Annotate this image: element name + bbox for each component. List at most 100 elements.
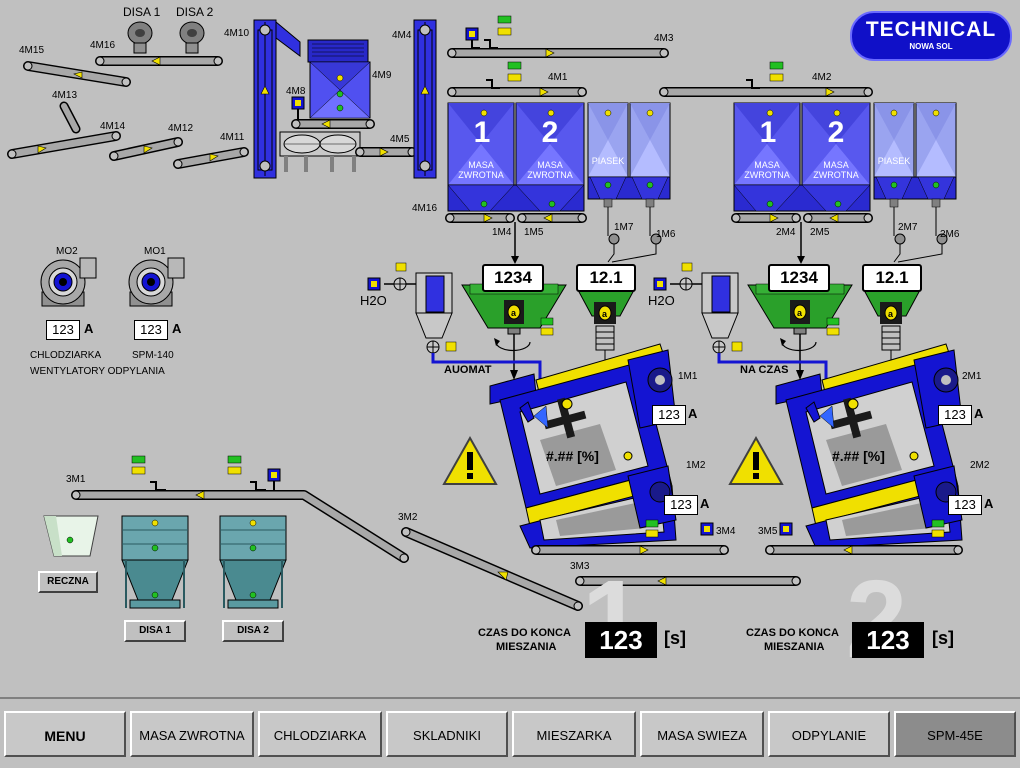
manual-bin-icon <box>43 515 99 557</box>
nav-odpylanie-button[interactable]: ODPYLANIE <box>768 711 890 757</box>
conveyor-2m5 <box>803 213 873 223</box>
label-4m9: 4M9 <box>372 70 392 81</box>
disa-bin-1 <box>121 515 189 609</box>
conveyor-4m13 <box>59 101 81 134</box>
label-3m1: 3M1 <box>66 474 86 485</box>
disa-bin-2 <box>219 515 287 609</box>
process-scene: a a <box>7 5 1012 681</box>
label-4m11: 4M11 <box>220 132 245 143</box>
station-2-watermark: 2 <box>846 558 908 681</box>
mixer-2-m1-current: 123 <box>938 405 972 425</box>
label-1m6: 1M6 <box>656 229 676 240</box>
weigh-1-sand-value[interactable]: 12.1 <box>576 264 636 292</box>
timer-2-caption-2: MIESZANIA <box>764 641 825 653</box>
nav-masa-zwrotna-button[interactable]: MASA ZWROTNA <box>130 711 254 757</box>
label-4m16-top: 4M16 <box>90 40 116 51</box>
label-3m4: 3M4 <box>716 526 736 537</box>
bin-3-zwrotna: ZWROTNA <box>744 170 790 180</box>
nav-spm45e-button[interactable]: SPM-45E <box>894 711 1016 757</box>
conveyor-1m5 <box>517 213 587 223</box>
mixer-1 <box>489 343 677 549</box>
mo1-current-value: 123 <box>134 320 168 340</box>
bin-group-1 <box>447 102 671 212</box>
water-tank-1 <box>367 262 542 380</box>
nav-mieszarka-button[interactable]: MIESZARKA <box>512 711 636 757</box>
timer-2-value: 123 <box>852 622 924 658</box>
timer-1-caption-1: CZAS DO KONCA <box>478 627 571 639</box>
weigh-1-main-value[interactable]: 1234 <box>482 264 544 292</box>
label-4m4: 4M4 <box>392 30 412 41</box>
nav-chlodziarka-button[interactable]: CHLODZIARKA <box>258 711 382 757</box>
mixer-2 <box>775 343 963 549</box>
conveyor-4m16-top <box>95 56 223 66</box>
station-1-watermark: 1 <box>582 558 644 681</box>
label-spm140: SPM-140 <box>132 350 174 361</box>
conveyor-3m2 <box>401 527 583 611</box>
conveyor-4m3 <box>447 48 669 58</box>
label-2m6: 2M6 <box>940 229 960 240</box>
warning-icon <box>728 435 784 485</box>
fan-mo1-icon <box>128 257 185 307</box>
bin-1-number: 1 <box>473 116 491 149</box>
mo1-current-unit: A <box>172 321 182 336</box>
disa-2-button[interactable]: DISA 2 <box>222 620 284 642</box>
fan-mo2-icon <box>40 257 97 307</box>
weigh-hopper-2-sand: a <box>863 289 921 368</box>
nav-skladniki-button[interactable]: SKLADNIKI <box>386 711 508 757</box>
bin-2-masa: MASA <box>537 160 563 170</box>
label-4m13: 4M13 <box>52 90 78 101</box>
warning-icon <box>442 435 498 485</box>
mixer-1-m2-unit: A <box>700 496 710 511</box>
mixer-2-m2-current: 123 <box>948 495 982 515</box>
sieve-4m9 <box>307 39 371 119</box>
label-4m2: 4M2 <box>812 72 832 83</box>
conveyor-4m15 <box>23 61 131 87</box>
label-h2o-2: H2O <box>648 293 675 308</box>
timer-1-unit: [s] <box>664 628 686 648</box>
label-3m3: 3M3 <box>570 561 590 572</box>
conveyor-4m12 <box>109 137 183 161</box>
conveyor-4m8 <box>291 119 375 129</box>
disa-drum-1 <box>127 21 153 54</box>
timer-2-caption-1: CZAS DO KONCA <box>746 627 839 639</box>
bin-4-masa: MASA <box>823 160 849 170</box>
logo-sub: NOWA SOL <box>909 42 953 51</box>
bin-1-zwrotna: ZWROTNA <box>458 170 504 180</box>
conveyor-4m2 <box>659 87 873 97</box>
label-3m5: 3M5 <box>758 526 778 537</box>
bin-4-number: 2 <box>827 116 845 149</box>
disa1-top-label: DISA 1 <box>123 5 161 19</box>
mixer-1-m1-current: 123 <box>652 405 686 425</box>
disa-1-button[interactable]: DISA 1 <box>124 620 186 642</box>
conveyor-2m4 <box>731 213 801 223</box>
weigh-2-main-value[interactable]: 1234 <box>768 264 830 292</box>
weigh-2-sand-value[interactable]: 12.1 <box>862 264 922 292</box>
label-4m8: 4M8 <box>286 86 306 97</box>
label-3m2: 3M2 <box>398 512 418 523</box>
svg-text:a: a <box>888 309 894 319</box>
nav-menu-button[interactable]: MENU <box>4 711 126 757</box>
conveyor-1m4 <box>445 213 515 223</box>
conveyor-3m1 <box>71 490 409 563</box>
bin-piasek-2: PIASEK <box>877 156 911 166</box>
label-1m5: 1M5 <box>524 227 544 238</box>
label-4m5: 4M5 <box>390 134 410 145</box>
process-diagram: a a <box>7 15 963 611</box>
label-1m1: 1M1 <box>678 371 698 382</box>
bin-piasek-1: PIASEK <box>591 156 625 166</box>
label-auomat: AUOMAT <box>444 364 492 376</box>
mixer-2-moisture: #.## [%] <box>832 448 885 464</box>
nav-masa-swieza-button[interactable]: MASA SWIEZA <box>640 711 764 757</box>
label-2m5: 2M5 <box>810 227 830 238</box>
bottom-navigation: MENU MASA ZWROTNA CHLODZIARKA SKLADNIKI … <box>0 697 1020 768</box>
label-4m3: 4M3 <box>654 33 674 44</box>
label-2m1: 2M1 <box>962 371 982 382</box>
reczna-button[interactable]: RECZNA <box>38 571 98 593</box>
company-logo: TECHNICAL NOWA SOL <box>850 11 1012 61</box>
label-1m7: 1M7 <box>614 222 634 233</box>
mixer-1-m1-unit: A <box>688 406 698 421</box>
conveyor-3m3 <box>575 576 801 586</box>
label-wentylatory: WENTYLATORY ODPYLANIA <box>30 366 165 377</box>
weigh-hopper-1-sand: a <box>577 289 635 368</box>
mixer-1-m2-current: 123 <box>664 495 698 515</box>
